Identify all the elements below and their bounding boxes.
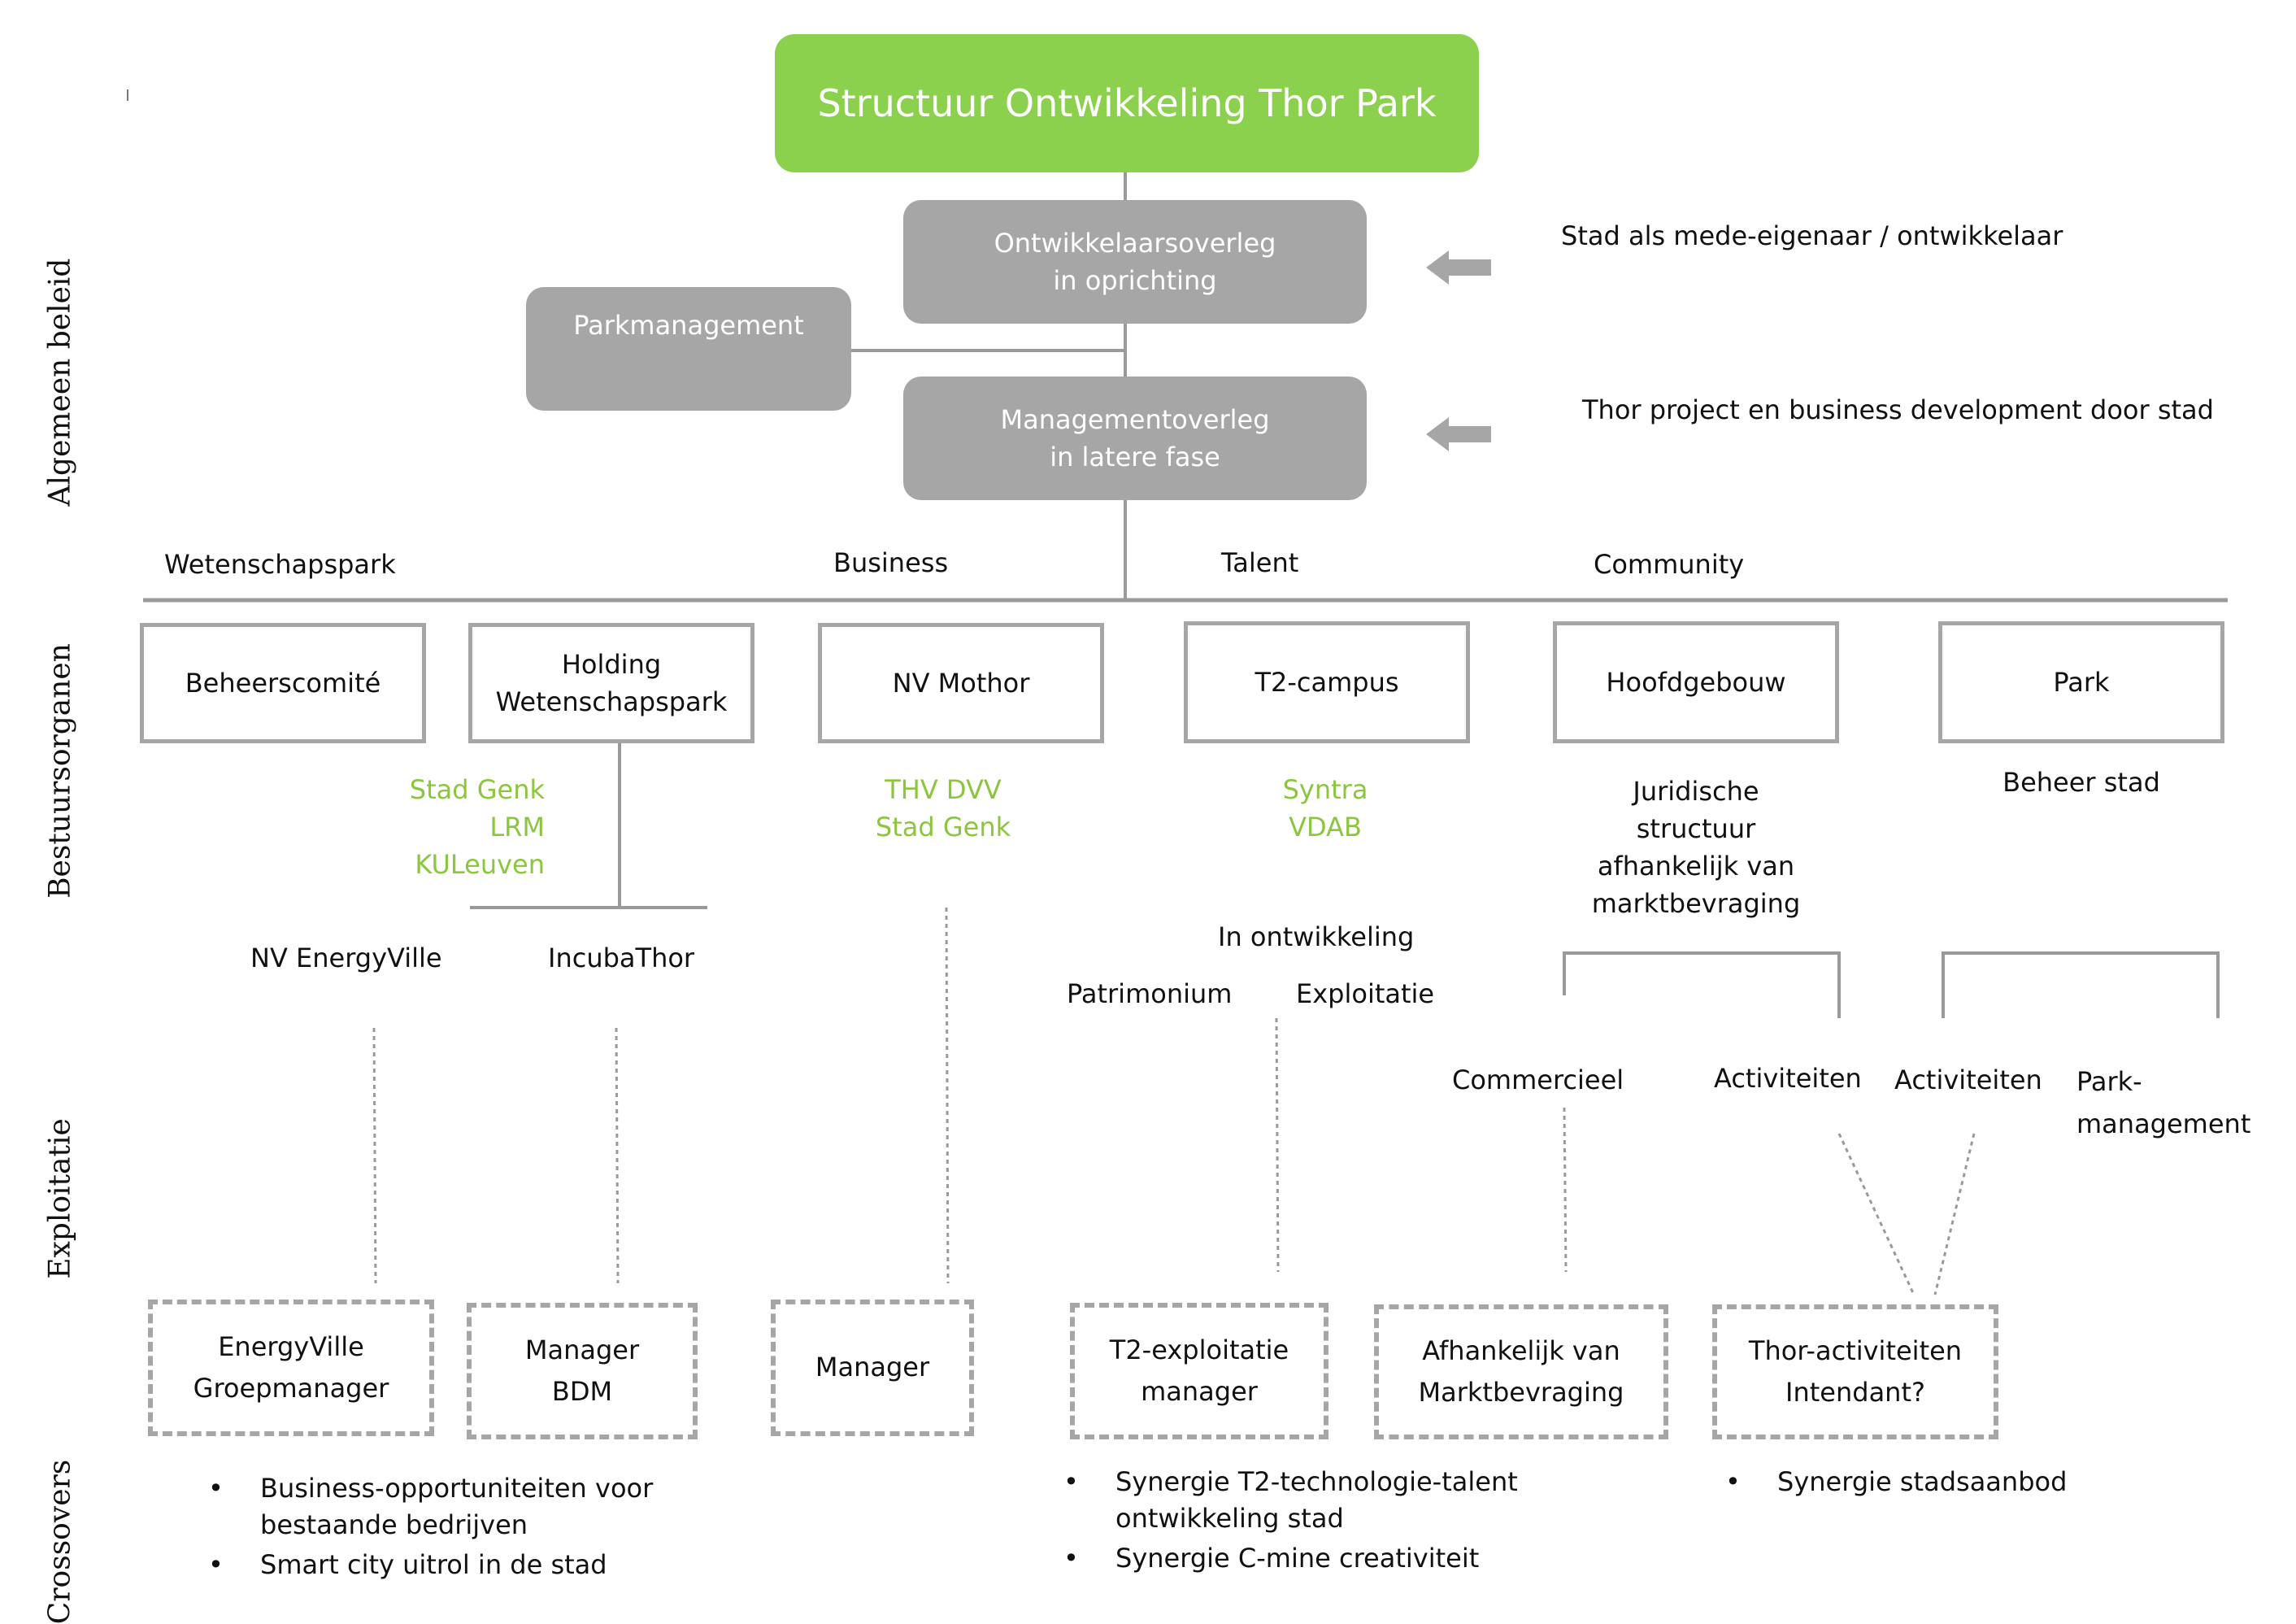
t2-campus-box: T2-campus	[1184, 621, 1470, 743]
note-business-development: Thor project en business development doo…	[1582, 392, 2214, 429]
side-label-crossovers: Crossovers	[44, 1460, 77, 1624]
pillar-community: Community	[1594, 546, 1744, 583]
manager-bdm-box: Manager BDM	[467, 1303, 698, 1439]
pillar-wetenschapspark: Wetenschapspark	[164, 546, 396, 583]
crossovers-list-talent: Synergie T2-technologie-talent ontwikkel…	[1063, 1464, 1568, 1579]
partner-stad-genk: Stad Genk	[862, 808, 1024, 846]
arrow-left-icon	[1426, 250, 1491, 285]
title-text: Structuur Ontwikkeling Thor Park	[817, 81, 1436, 125]
list-item: Synergie C-mine creativiteit	[1063, 1540, 1568, 1577]
mothor-manager-label: Manager	[815, 1347, 929, 1388]
afhankelijk-marktbevraging-box: Afhankelijk van Marktbevraging	[1374, 1304, 1668, 1439]
beheerscomite-box: Beheerscomité	[140, 623, 426, 743]
hoofdgebouw-box: Hoofdgebouw	[1553, 621, 1839, 743]
afhankelijk-line-2: Marktbevraging	[1419, 1372, 1624, 1413]
t2-partners: Syntra VDAB	[1244, 771, 1407, 846]
holding-box: Holding Wetenschapspark	[468, 623, 754, 743]
in-ontwikkeling-label: In ontwikkeling	[1218, 919, 1414, 956]
hoofdgebouw-note-line-2: structuur	[1574, 810, 1818, 847]
page-mark	[127, 89, 128, 101]
t2-exploitatie-manager-box: T2-exploitatie manager	[1070, 1303, 1328, 1439]
list-item: Synergie T2-technologie-talent ontwikkel…	[1063, 1464, 1568, 1537]
list-item: Synergie stadsaanbod	[1725, 1464, 2229, 1500]
holding-partners: Stad Genk LRM KULeuven	[382, 771, 545, 883]
list-item: Smart city uitrol in de stad	[208, 1547, 712, 1583]
energyville-box-line-2: Groepmanager	[194, 1368, 389, 1409]
exploitatie-label: Exploitatie	[1296, 976, 1434, 1012]
park-label: Park	[2053, 664, 2109, 701]
manager-bdm-line-1: Manager	[525, 1330, 639, 1371]
energyville-box-line-1: EnergyVille	[218, 1326, 364, 1368]
ontwikkelaarsoverleg-line-2: in oprichting	[1053, 262, 1216, 299]
managementoverleg-line-1: Managementoverleg	[1000, 401, 1269, 438]
nv-energyville-label: NV EnergyVille	[250, 940, 442, 977]
thor-activiteiten-box: Thor-activiteiten Intendant?	[1712, 1304, 1998, 1439]
t2-campus-label: T2-campus	[1255, 664, 1398, 701]
manager-bdm-line-2: BDM	[552, 1371, 612, 1413]
partner-kuleuven: KULeuven	[382, 846, 545, 883]
park-management-label: Park- management	[2076, 1060, 2250, 1145]
afhankelijk-line-1: Afhankelijk van	[1422, 1330, 1620, 1372]
hoofdgebouw-label: Hoofdgebouw	[1606, 664, 1785, 701]
energyville-groepmanager-box: EnergyVille Groepmanager	[148, 1300, 434, 1436]
park-note: Beheer stad	[1959, 764, 2203, 801]
side-label-bestuursorganen: Bestuursorganen	[44, 643, 77, 899]
ontwikkelaarsoverleg-line-1: Ontwikkelaarsoverleg	[994, 224, 1276, 262]
holding-line-1: Holding	[562, 646, 661, 683]
park-management-line-1: Park-	[2076, 1060, 2250, 1103]
partner-syntra: Syntra	[1244, 771, 1407, 808]
park-management-line-2: management	[2076, 1103, 2250, 1145]
thor-activiteiten-line-1: Thor-activiteiten	[1749, 1330, 1962, 1372]
partner-thv-dvv: THV DVV	[862, 771, 1024, 808]
parkmanagement-box: Parkmanagement	[526, 287, 851, 411]
hoofdgebouw-note: Juridische structuur afhankelijk van mar…	[1574, 773, 1818, 922]
nv-mothor-box: NV Mothor	[818, 623, 1104, 743]
managementoverleg-line-2: in latere fase	[1050, 438, 1220, 476]
parkmanagement-label: Parkmanagement	[573, 307, 804, 344]
t2-exploitatie-line-1: T2-exploitatie	[1110, 1330, 1289, 1371]
hoofdgebouw-note-line-1: Juridische	[1574, 773, 1818, 810]
pillar-talent: Talent	[1221, 545, 1298, 581]
note-mede-eigenaar: Stad als mede-eigenaar / ontwikkelaar	[1561, 218, 2063, 255]
mothor-partners: THV DVV Stad Genk	[862, 771, 1024, 846]
activiteiten-label: Activiteiten	[1714, 1060, 1862, 1097]
hoofdgebouw-note-line-4: marktbevraging	[1574, 885, 1818, 922]
arrow-left-icon	[1426, 417, 1491, 451]
incubathor-label: IncubaThor	[548, 940, 694, 977]
pillar-business: Business	[833, 545, 948, 581]
t2-exploitatie-line-2: manager	[1141, 1371, 1258, 1413]
thor-activiteiten-line-2: Intendant?	[1785, 1372, 1925, 1413]
partner-stad-genk: Stad Genk	[382, 771, 545, 808]
crossovers-list-wetenschapspark: Business-opportuniteiten voor bestaande …	[208, 1470, 712, 1586]
managementoverleg-box: Managementoverleg in latere fase	[903, 377, 1367, 500]
crossovers-list-community: Synergie stadsaanbod	[1725, 1464, 2229, 1504]
page-title: Structuur Ontwikkeling Thor Park	[775, 34, 1479, 172]
ontwikkelaarsoverleg-box: Ontwikkelaarsoverleg in oprichting	[903, 200, 1367, 324]
side-label-algemeen-beleid: Algemeen beleid	[44, 259, 77, 507]
patrimonium-label: Patrimonium	[1067, 976, 1232, 1012]
mothor-manager-box: Manager	[771, 1300, 974, 1436]
commercieel-label: Commercieel	[1452, 1062, 1624, 1099]
partner-lrm: LRM	[382, 808, 545, 846]
nv-mothor-label: NV Mothor	[893, 664, 1030, 702]
side-label-exploitatie: Exploitatie	[44, 1118, 77, 1279]
beheerscomite-label: Beheerscomité	[185, 664, 381, 702]
partner-vdab: VDAB	[1244, 808, 1407, 846]
activiteiten-label: Activiteiten	[1894, 1062, 2042, 1099]
hoofdgebouw-note-line-3: afhankelijk van	[1574, 847, 1818, 885]
holding-line-2: Wetenschapspark	[496, 683, 728, 721]
park-box: Park	[1938, 621, 2224, 743]
list-item: Business-opportuniteiten voor bestaande …	[208, 1470, 712, 1543]
